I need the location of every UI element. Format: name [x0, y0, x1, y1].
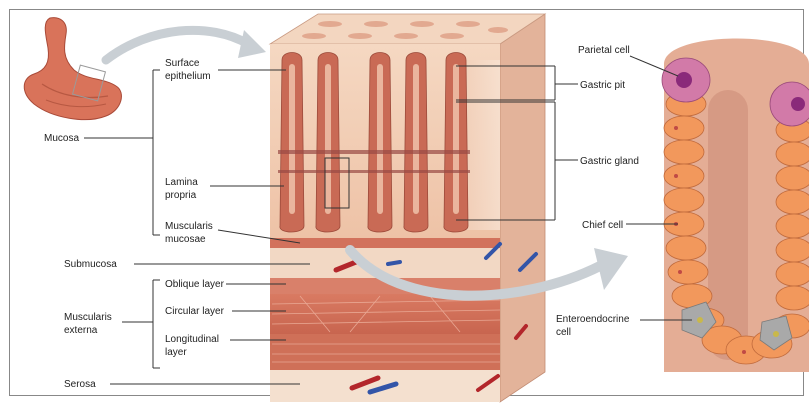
label-longitudinal-layer-2: layer — [165, 347, 187, 358]
zoom-arrow-top — [106, 30, 248, 60]
label-lamina-propria: Lamina — [165, 177, 198, 188]
gastric-gland-detail — [662, 39, 809, 373]
label-muscularis-mucosae: Muscularis — [165, 221, 213, 232]
label-surface-epithelium-2: epithelium — [165, 71, 211, 82]
label-muscularis-mucosae-2: mucosae — [165, 234, 206, 245]
label-gastric-pit: Gastric pit — [580, 80, 625, 91]
tissue-block — [270, 14, 545, 402]
label-circular-layer: Circular layer — [165, 306, 225, 317]
label-enteroendocrine-cell: Enteroendocrine — [556, 314, 630, 325]
stomach-illustration — [24, 18, 121, 120]
label-muscularis-externa: Muscularis — [64, 312, 112, 323]
label-muscularis-externa-2: externa — [64, 325, 98, 336]
zoom-arrow-top-head — [238, 30, 266, 58]
label-submucosa: Submucosa — [64, 259, 117, 270]
label-gastric-gland: Gastric gland — [580, 156, 639, 167]
label-mucosa: Mucosa — [44, 133, 79, 144]
label-parietal-cell: Parietal cell — [578, 45, 630, 56]
label-surface-epithelium: Surface — [165, 58, 200, 69]
label-chief-cell: Chief cell — [582, 220, 623, 231]
zoom-arrow-bottom-head — [594, 248, 628, 290]
label-serosa: Serosa — [64, 379, 96, 390]
label-lamina-propria-2: propria — [165, 190, 197, 201]
label-longitudinal-layer: Longitudinal — [165, 334, 219, 345]
label-enteroendocrine-cell-2: cell — [556, 327, 571, 338]
label-oblique-layer: Oblique layer — [165, 279, 225, 290]
